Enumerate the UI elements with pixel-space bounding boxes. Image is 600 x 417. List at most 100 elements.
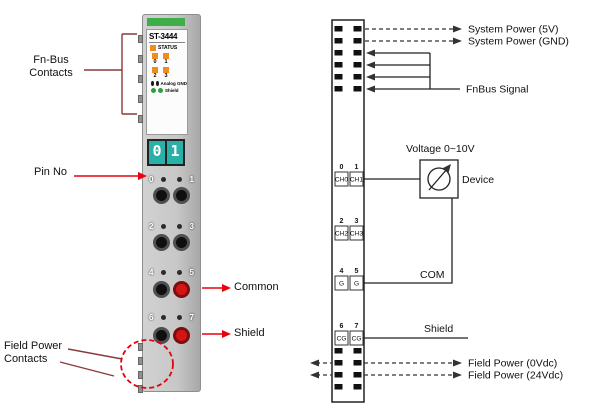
- wire-hole-0: [152, 187, 170, 204]
- display-digit-right: 1: [167, 141, 183, 164]
- pin-number-1: 1: [189, 174, 194, 184]
- module-id-display: 0 1: [147, 139, 185, 166]
- field-power-contacts-label: Field Power Contacts: [4, 340, 62, 366]
- pin-number-row-2-3: 2 3: [149, 220, 194, 232]
- release-hole: [176, 176, 182, 182]
- wire-hole-2: [152, 234, 170, 251]
- wire-hole-7-shield: [173, 327, 191, 344]
- wire-hole-row-6-7: [149, 327, 194, 344]
- wiring-diagram: System Power (5V) System Power (GND) FnB…: [310, 19, 569, 403]
- terminal-num-0: 0: [340, 164, 344, 171]
- analog-gnd-dot: [155, 81, 159, 86]
- terminal-label-cg7: CG: [352, 336, 362, 343]
- terminal-num-3: 3: [355, 218, 359, 225]
- channel-led-0: [152, 53, 158, 59]
- system-power-5v-label: System Power (5V): [468, 24, 558, 36]
- field-power-contacts-symbols: [334, 348, 362, 390]
- analog-gnd-row: Analog GND: [147, 81, 187, 86]
- fnbus-contact-tab: [138, 115, 143, 123]
- pin-no-label: Pin No: [34, 166, 68, 178]
- pin-number-2: 2: [149, 221, 154, 231]
- terminal-cg7: [349, 330, 364, 346]
- module-outline: [331, 19, 365, 403]
- field-power-24v-label: Field Power (24Vdc): [468, 370, 563, 382]
- release-hole: [161, 176, 167, 182]
- release-hole: [161, 314, 167, 320]
- fnbus-contacts-label-line2: Contacts: [29, 67, 73, 79]
- field-power-label-line2: Contacts: [4, 353, 48, 365]
- field-power-0v-label: Field Power (0Vdc): [468, 358, 557, 370]
- led-number: 3: [164, 73, 168, 79]
- terminal-num-2: 2: [340, 218, 344, 225]
- common-label: Common: [234, 281, 279, 293]
- release-hole: [176, 314, 182, 320]
- fnbus-contacts-symbols: [334, 26, 362, 92]
- fnbus-bracket: [84, 33, 137, 115]
- wire-hole-row-4-5: [149, 281, 194, 298]
- terminal-ch2: [334, 225, 349, 241]
- led-number: 2: [153, 73, 157, 79]
- field-power-contact-tab: [138, 385, 143, 393]
- terminal-num-4: 4: [340, 268, 344, 275]
- module-model: ST-3444: [149, 32, 178, 41]
- release-hole: [176, 223, 182, 229]
- field-power-contact-tab: [138, 343, 143, 351]
- analog-gnd-label: Analog GND: [160, 81, 188, 86]
- wire-hole-5-common: [173, 281, 191, 298]
- channel-led-1: [163, 53, 169, 59]
- terminal-ch0: [334, 171, 349, 187]
- wire-hole-row-0-1: [149, 187, 194, 204]
- fnbus-contact-tab: [138, 55, 143, 63]
- terminal-blocks: 0 1 CH0 CH1 2 3 CH2 CH3 4 5 G G 6 7: [334, 164, 364, 346]
- terminal-ch3: [349, 225, 364, 241]
- common-arrow: [202, 284, 231, 292]
- shield-annotation-label: Shield: [234, 327, 265, 339]
- terminal-g4: [334, 275, 349, 291]
- fnbus-contact-tab: [138, 35, 143, 43]
- shield-label: Shield: [165, 88, 179, 93]
- field-power-lines: [310, 359, 462, 379]
- wire-hole-6: [152, 327, 170, 344]
- terminal-cg6: [334, 330, 349, 346]
- channel-led-2: [152, 67, 158, 73]
- status-led-row: STATUS: [147, 45, 187, 51]
- terminal-label-ch3: CH3: [350, 231, 363, 238]
- channel-led-3: [163, 67, 169, 73]
- field-power-contact-tab: [138, 371, 143, 379]
- label-divider: [149, 42, 185, 43]
- fnbus-signal-lines: [366, 49, 460, 93]
- fnbus-signal-label: FnBus Signal: [466, 84, 528, 96]
- release-hole: [176, 269, 182, 275]
- terminal-num-7: 7: [355, 323, 359, 330]
- release-hole: [161, 223, 167, 229]
- terminal-num-5: 5: [355, 268, 359, 275]
- fnbus-contacts-label-line1: Fn-Bus: [33, 54, 69, 66]
- status-label: STATUS: [158, 45, 178, 51]
- terminal-label-g5: G: [354, 281, 359, 288]
- release-hole: [161, 269, 167, 275]
- module-label-panel: ST-3444 STATUS 0 1 2 3: [146, 29, 188, 135]
- pin-number-6: 6: [149, 312, 154, 322]
- pin-number-0: 0: [149, 174, 154, 184]
- wire-hole-row-2-3: [149, 234, 194, 251]
- system-power-lines: [365, 25, 462, 45]
- terminal-g5: [349, 275, 364, 291]
- terminal-label-ch2: CH2: [335, 231, 348, 238]
- terminal-num-6: 6: [340, 323, 344, 330]
- pin-number-row-6-7: 6 7: [149, 311, 194, 323]
- channel-led-row: [147, 53, 187, 59]
- pin-number-3: 3: [189, 221, 194, 231]
- channel-led-numbers: 2 3: [147, 73, 187, 79]
- field-power-leader-lines: [59, 348, 123, 377]
- pin-number-5: 5: [189, 267, 194, 277]
- channel-led-numbers: 0 1: [147, 59, 187, 65]
- device-label: Device: [462, 174, 494, 186]
- wire-hole-1: [173, 187, 191, 204]
- analog-gnd-dot: [151, 81, 154, 86]
- status-led: [150, 45, 156, 51]
- terminal-label-g4: G: [339, 281, 344, 288]
- pin-number-7: 7: [189, 312, 194, 322]
- terminal-label-ch0: CH0: [335, 177, 348, 184]
